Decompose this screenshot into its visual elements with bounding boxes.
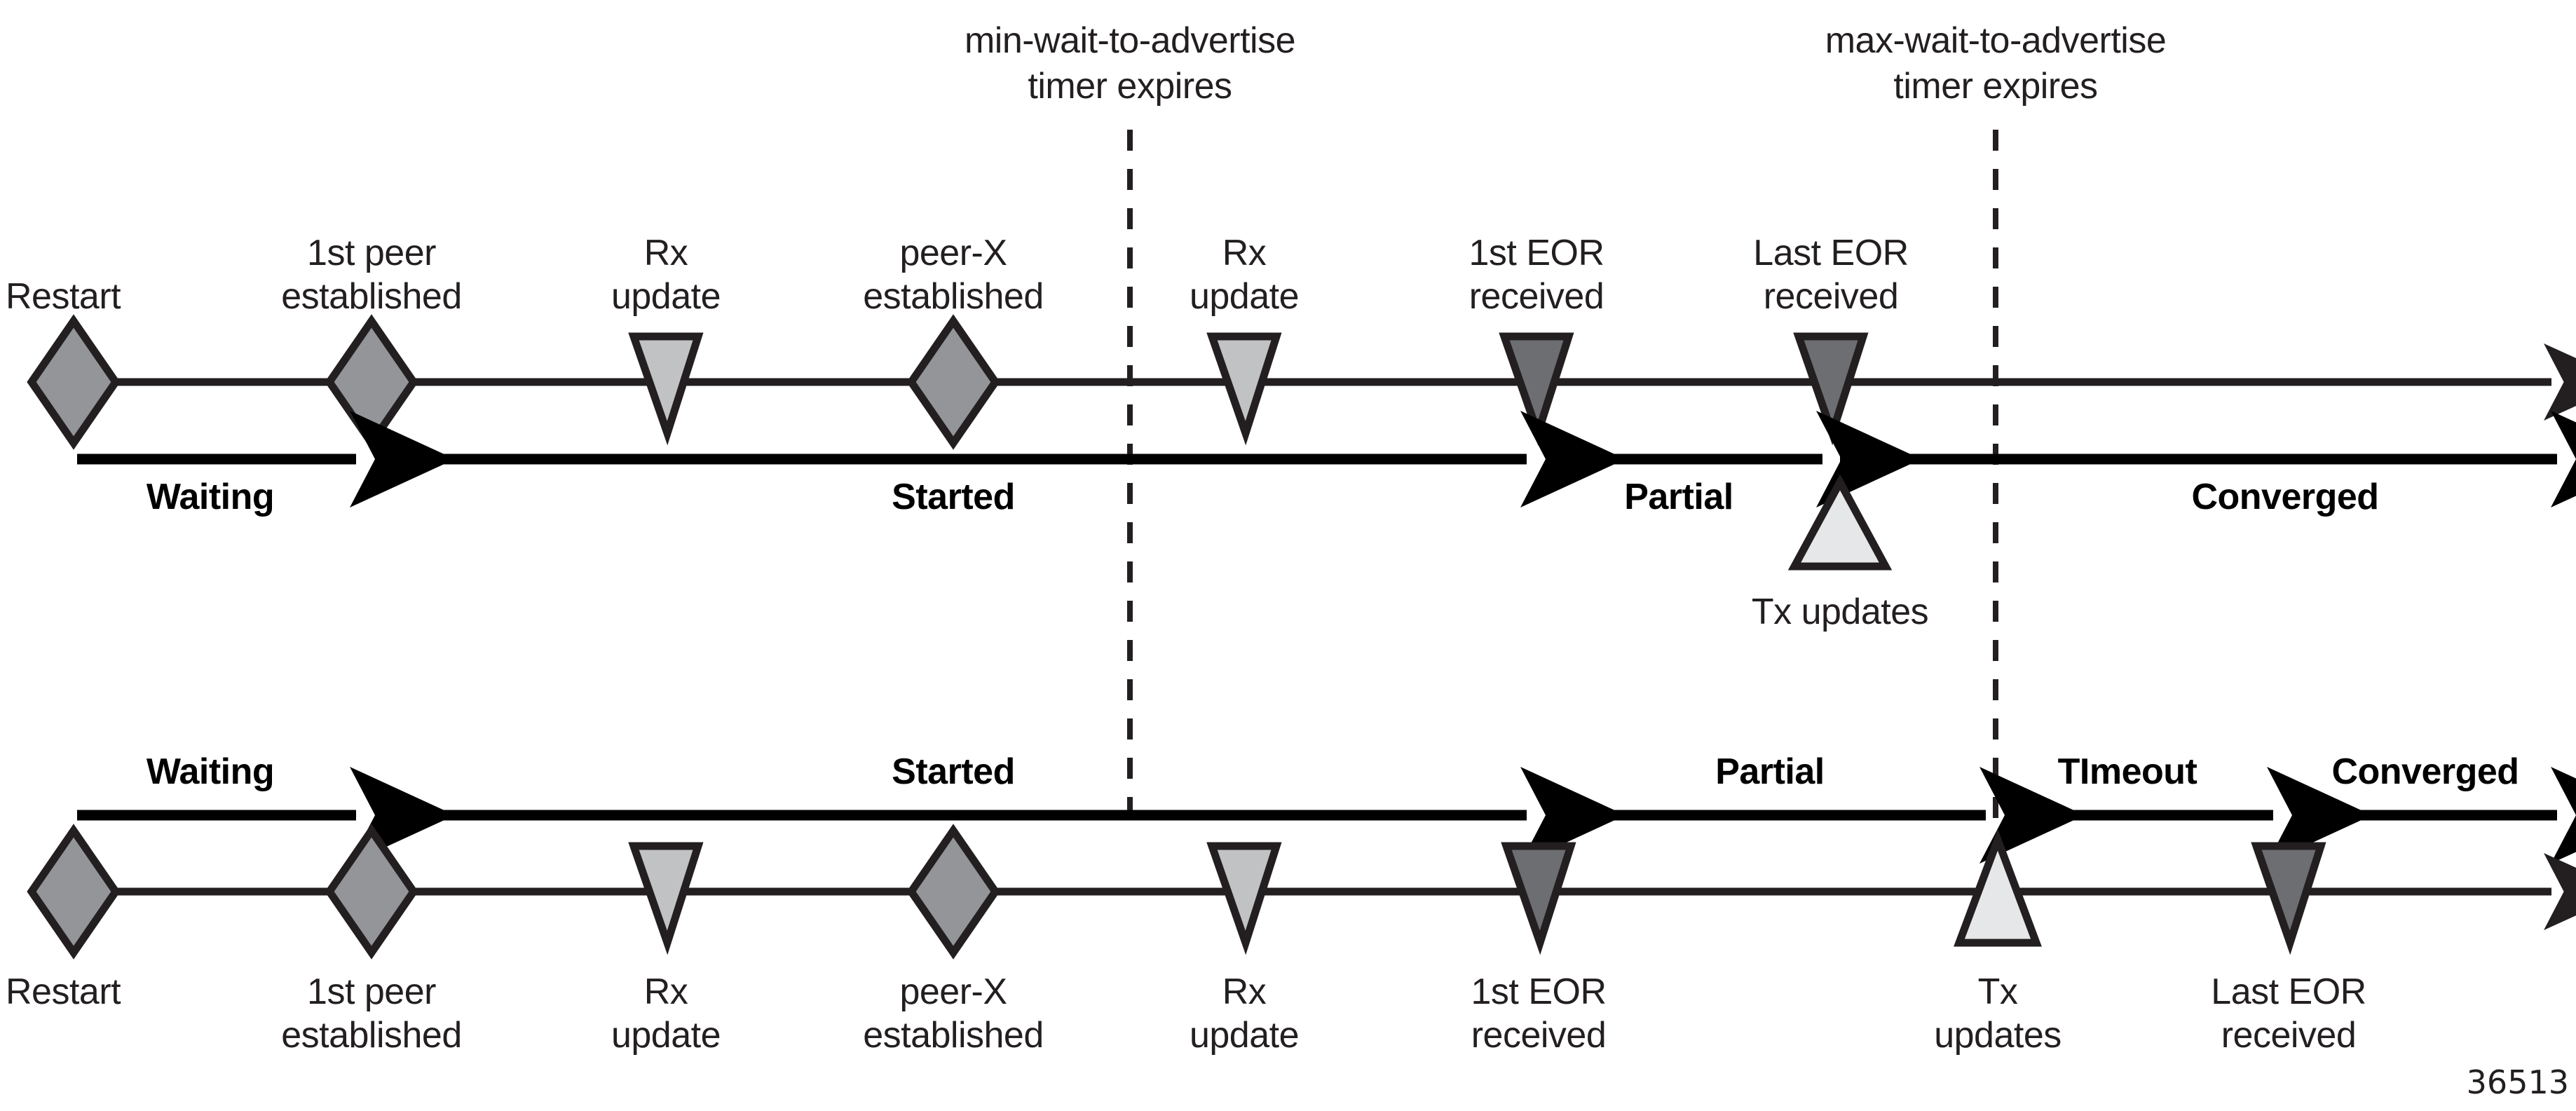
event-label-rx-update-2-bottom-l1: Rx — [1222, 972, 1267, 1012]
event-label-rx-update-2-l1: Rx — [1222, 233, 1267, 273]
timeline-top-tx-updates-group: Tx updates — [1752, 474, 1929, 632]
timer-max-wait-line2: timer expires — [1893, 66, 2097, 107]
state-label-started-bottom: Started — [892, 751, 1015, 792]
marker-diamond-peer-x-bottom[interactable] — [906, 824, 1000, 960]
state-label-partial-bottom: Partial — [1715, 751, 1824, 792]
event-label-first-eor-l1: 1st EOR — [1469, 233, 1604, 273]
timer-annotation-max-wait: max-wait-to-advertise timer expires — [1825, 20, 2167, 836]
event-label-last-eor-bottom-l2: received — [2221, 1015, 2357, 1056]
event-label-first-eor-bottom-l2: received — [1471, 1015, 1607, 1056]
timer-annotation-min-wait: min-wait-to-advertise timer expires — [965, 20, 1296, 836]
state-label-partial: Partial — [1624, 477, 1733, 517]
marker-triangle-down-last-eor[interactable] — [1793, 332, 1869, 446]
state-label-timeout-bottom: TImeout — [2058, 751, 2197, 792]
state-label-converged: Converged — [2191, 477, 2378, 517]
timeline-bottom-state-bar: Waiting Started Partial TImeout Converge… — [77, 751, 2576, 864]
state-label-started: Started — [892, 477, 1015, 517]
event-label-first-eor-bottom-l1: 1st EOR — [1471, 972, 1607, 1012]
marker-diamond-peer-x[interactable] — [906, 314, 1000, 450]
event-label-restart-bottom: Restart — [6, 972, 121, 1012]
state-label-converged-bottom: Converged — [2331, 751, 2519, 792]
event-label-rx-update-1-bottom-l2: update — [611, 1015, 721, 1056]
marker-triangle-up-tx-updates-bottom[interactable] — [1954, 829, 2042, 947]
marker-triangle-down-rx-update-2-bottom[interactable] — [1206, 842, 1282, 955]
marker-triangle-down-last-eor-bottom[interactable] — [2251, 842, 2326, 955]
timer-annotations: min-wait-to-advertise timer expires max-… — [965, 20, 2167, 836]
state-label-waiting: Waiting — [146, 477, 274, 517]
event-label-first-peer-l1: 1st peer — [307, 233, 436, 273]
event-label-peer-x-l2: established — [863, 276, 1044, 317]
event-label-rx-update-1-l2: update — [611, 276, 721, 317]
state-label-waiting-bottom: Waiting — [146, 751, 274, 792]
event-label-first-peer-bottom-l1: 1st peer — [307, 972, 436, 1012]
event-label-rx-update-1-l1: Rx — [644, 233, 688, 273]
event-label-rx-update-2-bottom-l2: update — [1190, 1015, 1299, 1056]
timer-min-wait-line1: min-wait-to-advertise — [965, 20, 1295, 61]
event-label-rx-update-1-bottom-l1: Rx — [644, 972, 688, 1012]
marker-diamond-restart[interactable] — [27, 314, 121, 450]
figure-id-label: 36513 — [2467, 1063, 2569, 1101]
event-label-last-eor-bottom-l1: Last EOR — [2211, 972, 2366, 1012]
event-label-last-eor-l2: received — [1764, 276, 1899, 317]
event-label-tx-updates-bottom-l1: Tx — [1978, 972, 2018, 1012]
marker-triangle-down-first-eor-bottom[interactable] — [1501, 842, 1576, 955]
timeline-top-state-bar: Waiting Started Partial Converged — [77, 411, 2576, 517]
event-label-tx-updates-bottom-l2: updates — [1934, 1015, 2062, 1056]
event-label-last-eor-l1: Last EOR — [1753, 233, 1908, 273]
marker-triangle-up-tx-updates[interactable] — [1787, 474, 1893, 571]
event-label-first-peer-l2: established — [281, 276, 462, 317]
marker-triangle-down-rx-update-2[interactable] — [1206, 332, 1282, 446]
marker-triangle-down-rx-update-1[interactable] — [628, 332, 704, 446]
event-label-restart: Restart — [6, 276, 121, 317]
marker-triangle-down-rx-update-1-bottom[interactable] — [628, 842, 704, 955]
event-label-peer-x-bottom-l2: established — [863, 1015, 1044, 1056]
event-label-peer-x-l1: peer-X — [899, 233, 1007, 273]
timeline-bottom-markers — [27, 824, 2326, 960]
event-label-tx-updates: Tx updates — [1752, 592, 1928, 632]
timer-min-wait-line2: timer expires — [1028, 66, 1232, 107]
timeline-bottom-event-labels: Restart 1st peer established Rx update p… — [6, 972, 2366, 1056]
marker-triangle-down-first-eor[interactable] — [1499, 332, 1574, 446]
marker-diamond-first-peer-bottom[interactable] — [325, 824, 418, 960]
timeline-top-event-labels: Restart 1st peer established Rx update p… — [6, 233, 1909, 317]
event-label-peer-x-bottom-l1: peer-X — [899, 972, 1007, 1012]
timeline-bottom: Waiting Started Partial TImeout Converge… — [6, 751, 2576, 1056]
timeline-top: Restart 1st peer established Rx update p… — [6, 233, 2576, 632]
marker-diamond-restart-bottom[interactable] — [27, 824, 121, 960]
timer-max-wait-line1: max-wait-to-advertise — [1825, 20, 2167, 61]
event-label-first-peer-bottom-l2: established — [281, 1015, 462, 1056]
event-label-rx-update-2-l2: update — [1190, 276, 1299, 317]
event-label-first-eor-l2: received — [1469, 276, 1604, 317]
